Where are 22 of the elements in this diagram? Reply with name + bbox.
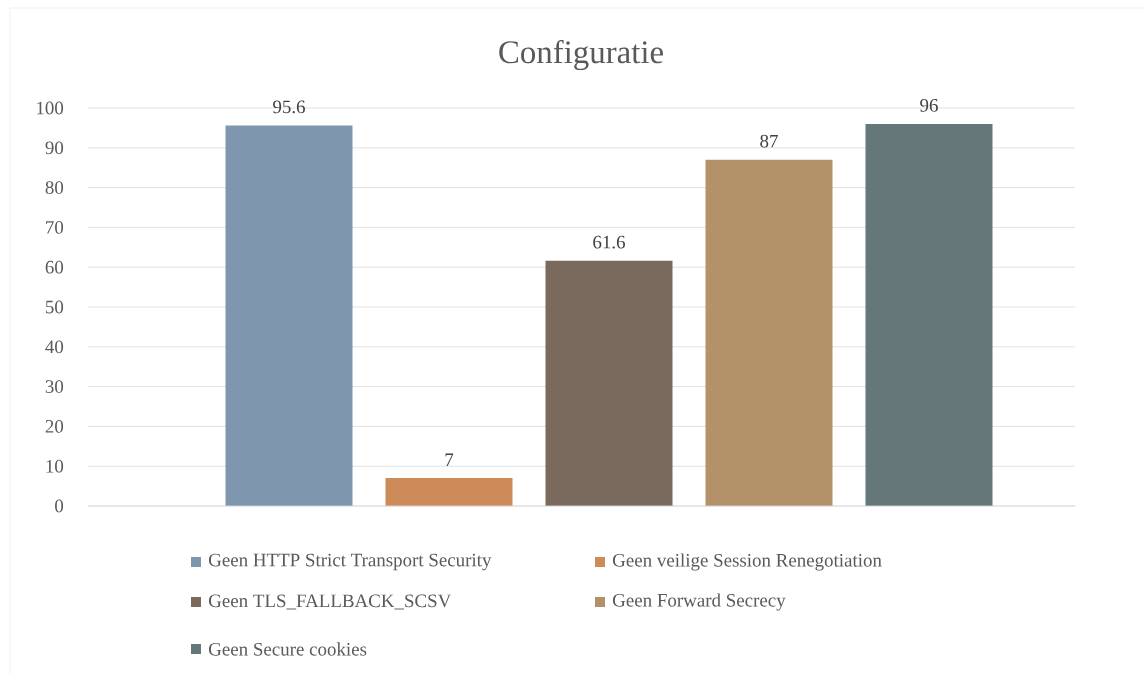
legend-label: Geen HTTP Strict Transport Security xyxy=(209,553,492,571)
tick-label: 30 xyxy=(45,380,64,393)
tick-label: 70 xyxy=(46,221,64,234)
tick-label: 10 xyxy=(46,459,64,473)
tick-label: 50 xyxy=(46,300,64,314)
tick-label: 40 xyxy=(45,340,64,354)
tick-label: 20 xyxy=(45,420,64,433)
tick-label: 60 xyxy=(45,260,64,274)
data-label: 95.6 xyxy=(273,100,305,114)
tick-label: 0 xyxy=(55,499,64,513)
legend-label: Geen veilige Session Renegotiation xyxy=(613,553,882,571)
data-label: 61.6 xyxy=(593,235,625,249)
data-label: 87 xyxy=(760,134,778,148)
legend-label: Geen Forward Secrecy xyxy=(613,593,786,611)
data-label: 96 xyxy=(920,99,938,112)
tick-label: 80 xyxy=(45,181,64,194)
chart-title: Configuratie xyxy=(499,39,663,71)
data-label: 7 xyxy=(445,453,454,466)
legend-label: Geen TLS_FALLBACK_SCSV xyxy=(209,594,452,610)
tick-label: 100 xyxy=(37,101,64,115)
legend-label: Geen Secure cookies xyxy=(209,642,367,656)
tick-label: 90 xyxy=(45,141,64,155)
